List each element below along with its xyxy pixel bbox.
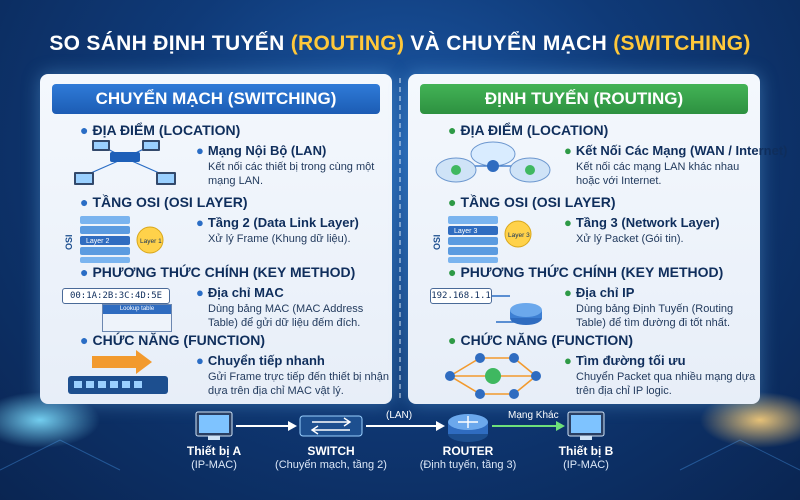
section-heading: ●ĐỊA ĐIỂM (LOCATION) xyxy=(448,122,609,138)
section-subheading: ●Địa chỉ MAC xyxy=(196,285,284,300)
switching-location-section: ●ĐỊA ĐIỂM (LOCATION) ●Mạng Nội Bộ (LAN) … xyxy=(40,122,392,192)
routing-panel: ĐỊNH TUYẾN (ROUTING) ●ĐỊA ĐIỂM (LOCATION… xyxy=(408,74,787,404)
section-description: Kết nối các thiết bị trong cùng một mạng… xyxy=(208,161,375,187)
switch-sub: (Chuyển mạch, tầng 2) xyxy=(275,459,387,471)
ip-router-illustration: 192.168.1.1 xyxy=(430,282,556,334)
section-subheading: ●Tầng 3 (Network Layer) xyxy=(564,215,720,230)
mac-lookup-illustration: 00:1A:2B:3C:4D:5E Lookup table xyxy=(62,282,188,334)
osi-label: OSI xyxy=(64,234,74,250)
switching-function-section: ●CHỨC NĂNG (FUNCTION) ●Chuyển tiếp nhanh… xyxy=(40,332,392,402)
layer-3-badge: Layer 3 xyxy=(508,232,530,239)
switch-icon xyxy=(299,415,363,437)
section-heading: ●CHỨC NĂNG (FUNCTION) xyxy=(448,332,634,348)
section-description: Kết nối các mạng LAN khác nhau hoặc với … xyxy=(576,161,740,187)
lan-link-label: (LAN) xyxy=(386,410,413,421)
title-highlight-routing: (ROUTING) xyxy=(290,32,405,55)
section-heading: ●PHƯƠNG THỨC CHÍNH (KEY METHOD) xyxy=(448,264,724,280)
page-title: SO SÁNH ĐỊNH TUYẾN (ROUTING) VÀ CHUYỂN M… xyxy=(0,32,800,56)
section-heading: ●TẦNG OSI (OSI LAYER) xyxy=(80,194,248,210)
layer-1-label: Layer 1 xyxy=(140,238,162,245)
routing-header: ĐỊNH TUYẾN (ROUTING) xyxy=(420,84,748,114)
title-text-2: VÀ CHUYỂN MẠCH xyxy=(404,32,614,55)
section-heading-text: CHỨC NĂNG (FUNCTION) xyxy=(460,332,634,348)
switch-name: SWITCH xyxy=(307,444,355,458)
title-highlight-switching: (SWITCHING) xyxy=(613,32,751,55)
section-subheading-text: Tìm đường tối ưu xyxy=(575,353,686,368)
section-subheading-text: Địa chỉ MAC xyxy=(207,285,284,300)
section-subheading: ●Kết Nối Các Mạng (WAN / Internet) xyxy=(564,143,788,158)
routing-method-section: ●PHƯƠNG THỨC CHÍNH (KEY METHOD) 192.168.… xyxy=(408,264,760,334)
switching-osi-section: ●TẦNG OSI (OSI LAYER) OSI Layer 2 Layer … xyxy=(40,194,392,264)
device-b-sub: (IP-MAC) xyxy=(563,459,609,471)
device-a-icon xyxy=(195,411,233,440)
osi-label: OSI xyxy=(432,234,442,250)
osi-layer-stack-icon: OSI Layer 2 Layer 1 xyxy=(64,216,164,263)
section-description: Xử lý Frame (Khung dữ liệu). xyxy=(208,233,351,245)
wan-cloud-icon xyxy=(435,141,551,183)
device-a-label: Thiết bị A(IP-MAC) xyxy=(187,444,241,472)
section-description: Dùng bảng Định Tuyến (Routing Table) để … xyxy=(576,303,734,329)
mac-address-tag: 00:1A:2B:3C:4D:5E xyxy=(62,288,170,304)
other-network-link-label: Mạng Khác xyxy=(508,410,559,421)
ip-address-tag: 192.168.1.1 xyxy=(430,288,492,304)
section-subheading-text: Mạng Nội Bộ (LAN) xyxy=(207,143,327,158)
layer-3-label: Layer 3 xyxy=(454,228,477,235)
optimal-path-icon xyxy=(445,353,541,399)
switching-method-section: ●PHƯƠNG THỨC CHÍNH (KEY METHOD) 00:1A:2B… xyxy=(40,264,392,334)
section-subheading-text: Tầng 2 (Data Link Layer) xyxy=(207,215,359,230)
section-heading-text: TẦNG OSI (OSI LAYER) xyxy=(92,194,248,210)
section-heading: ●ĐỊA ĐIỂM (LOCATION) xyxy=(80,122,241,138)
lan-network-icon xyxy=(74,140,176,185)
title-text-1: SO SÁNH ĐỊNH TUYẾN xyxy=(49,32,291,55)
fast-forward-switch-icon xyxy=(68,350,168,394)
section-heading-text: ĐỊA ĐIỂM (LOCATION) xyxy=(92,122,241,138)
network-flow-graphics xyxy=(195,411,605,442)
section-heading-text: ĐỊA ĐIỂM (LOCATION) xyxy=(460,122,609,138)
router-sub: (Định tuyến, tầng 3) xyxy=(419,459,517,471)
section-subheading: ●Chuyển tiếp nhanh xyxy=(196,353,325,368)
section-heading-text: PHƯƠNG THỨC CHÍNH (KEY METHOD) xyxy=(460,264,724,280)
lookup-table: Lookup table xyxy=(102,304,172,332)
osi-layer-stack-icon: OSI Layer 3 Layer 3 xyxy=(432,216,532,263)
section-description: Gửi Frame trực tiếp đến thiết bị nhận dự… xyxy=(208,371,390,397)
lookup-table-label: Lookup table xyxy=(103,305,171,314)
section-subheading-text: Địa chỉ IP xyxy=(575,285,635,300)
device-b-icon xyxy=(567,411,605,440)
routing-osi-section: ●TẦNG OSI (OSI LAYER) OSI Layer 3 Layer … xyxy=(408,194,760,264)
section-heading-text: PHƯƠNG THỨC CHÍNH (KEY METHOD) xyxy=(92,264,356,280)
switching-panel: CHUYỂN MẠCH (SWITCHING) ●ĐỊA ĐIỂM (LOCAT… xyxy=(40,74,392,404)
router-name: ROUTER xyxy=(442,444,494,458)
section-description: Xử lý Packet (Gói tin). xyxy=(576,233,684,245)
routing-function-section: ●CHỨC NĂNG (FUNCTION) ●Tìm đường tối ưu … xyxy=(408,332,760,402)
section-heading: ●PHƯƠNG THỨC CHÍNH (KEY METHOD) xyxy=(80,264,356,280)
device-a-name: Thiết bị A xyxy=(186,444,242,458)
layer-2-label: Layer 2 xyxy=(86,238,109,245)
section-heading: ●CHỨC NĂNG (FUNCTION) xyxy=(80,332,266,348)
device-b-name: Thiết bị B xyxy=(558,444,614,458)
section-subheading-text: Chuyển tiếp nhanh xyxy=(207,353,325,368)
device-a-sub: (IP-MAC) xyxy=(191,459,237,471)
router-device-icon xyxy=(448,414,488,442)
section-heading: ●TẦNG OSI (OSI LAYER) xyxy=(448,194,616,210)
section-subheading-text: Kết Nối Các Mạng (WAN / Internet) xyxy=(575,143,788,158)
device-b-label: Thiết bị B(IP-MAC) xyxy=(559,444,614,472)
section-subheading: ●Tầng 2 (Data Link Layer) xyxy=(196,215,359,230)
section-heading-text: CHỨC NĂNG (FUNCTION) xyxy=(92,332,266,348)
switching-header: CHUYỂN MẠCH (SWITCHING) xyxy=(52,84,380,114)
section-subheading: ●Tìm đường tối ưu xyxy=(564,353,686,368)
section-subheading: ●Địa chỉ IP xyxy=(564,285,635,300)
routing-location-section: ●ĐỊA ĐIỂM (LOCATION) ●Kết Nối Các Mạng (… xyxy=(408,122,787,192)
section-description: Chuyển Packet qua nhiều mạng dựa trên đị… xyxy=(576,371,756,397)
section-description: Dùng bảng MAC (MAC Address Table) để gửi… xyxy=(208,303,364,329)
router-icon xyxy=(492,295,542,325)
switch-label: SWITCH(Chuyển mạch, tầng 2) xyxy=(275,444,387,472)
section-subheading-text: Tầng 3 (Network Layer) xyxy=(575,215,720,230)
section-heading-text: TẦNG OSI (OSI LAYER) xyxy=(460,194,616,210)
network-flow-diagram: (LAN) Mạng Khác Thiết bị A(IP-MAC) SWITC… xyxy=(0,404,800,500)
router-label: ROUTER(Định tuyến, tầng 3) xyxy=(420,444,517,472)
section-subheading: ●Mạng Nội Bộ (LAN) xyxy=(196,143,327,158)
